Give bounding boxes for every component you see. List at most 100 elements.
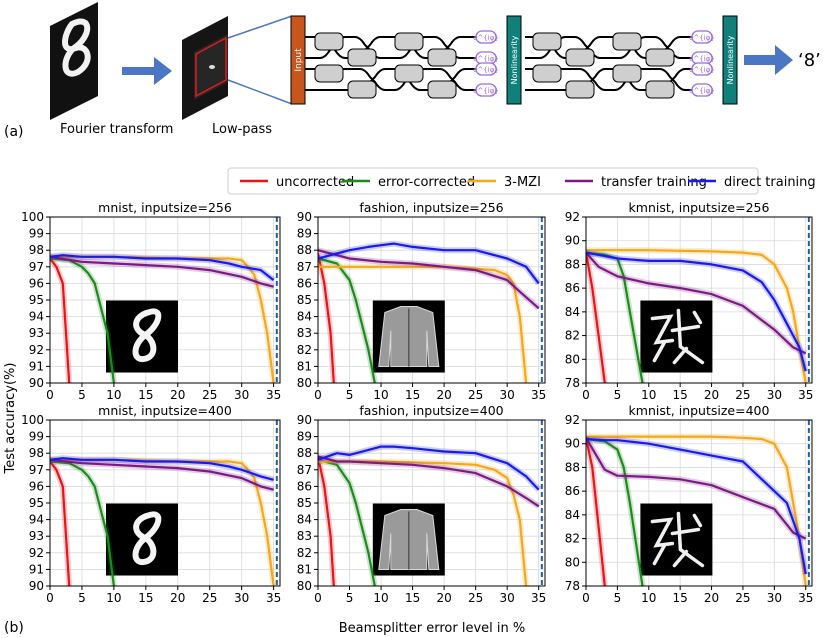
y-tick-label: 96	[29, 276, 44, 290]
x-tick-label: 35	[266, 591, 281, 605]
x-tick-label: 10	[106, 591, 121, 605]
series-line-uncorrected	[586, 252, 606, 383]
x-tick-label: 15	[138, 388, 153, 402]
phase-label: e^{iφ}	[473, 87, 499, 95]
y-tick-label: 84	[297, 513, 312, 527]
y-tick-label: 87	[297, 260, 312, 274]
y-tick-label: 92	[565, 413, 580, 427]
series-line-transfer-training	[318, 455, 540, 508]
y-tick-label: 82	[297, 546, 312, 560]
axes-frame	[585, 419, 813, 587]
y-tick-label: 90	[565, 234, 580, 248]
x-tick-label: 20	[436, 388, 451, 402]
y-tick-label: 90	[297, 210, 312, 224]
y-tick-label: 84	[565, 305, 580, 319]
series-group	[586, 433, 809, 586]
phase-shifter-icon	[475, 83, 497, 97]
y-tick-label: 84	[297, 310, 312, 324]
lowpass-label: Low-pass	[212, 122, 272, 137]
phase-label: e^{iφ}	[689, 55, 715, 63]
y-tick-label: 100	[21, 210, 44, 224]
series-line-direct-training	[50, 254, 275, 281]
x-tick-label: 5	[78, 591, 86, 605]
x-tick-label: 20	[436, 591, 451, 605]
chart-title: fashion, inputsize=256	[359, 200, 503, 215]
y-tick-label: 90	[565, 437, 580, 451]
x-tick-label: 35	[798, 591, 813, 605]
y-tick-label: 88	[297, 243, 312, 257]
x-tick-label: 20	[704, 591, 719, 605]
x-tick-label: 20	[170, 591, 185, 605]
y-tick-label: 100	[21, 413, 44, 427]
y-tick-label: 95	[29, 496, 44, 510]
x-axis-label: Beamsplitter error level in %	[339, 621, 525, 636]
nonlinearity-box-2	[722, 15, 738, 105]
y-tick-label: 96	[29, 479, 44, 493]
x-tick-label: 0	[582, 591, 590, 605]
phase-shifter-icon	[691, 83, 713, 97]
y-tick-label: 93	[29, 529, 44, 543]
x-tick-label: 30	[767, 388, 782, 402]
series-line-error-corrected	[50, 460, 115, 586]
x-tick-label: 15	[405, 388, 420, 402]
legend-label: uncorrected	[276, 175, 354, 190]
legend-label: error-corrected	[378, 175, 475, 190]
nonlinearity-label-1: Nonlinearity	[510, 35, 519, 84]
x-tick-label: 25	[468, 388, 483, 402]
y-tick-label: 84	[565, 508, 580, 522]
y-tick-label: 81	[297, 562, 312, 576]
mesh-couplers	[314, 32, 675, 99]
x-tick-label: 30	[500, 388, 515, 402]
y-tick-label: 93	[29, 326, 44, 340]
legend-label: direct training	[724, 175, 816, 190]
x-tick-label: 0	[582, 388, 590, 402]
digit-eight-icon	[132, 308, 162, 363]
x-tick-label: 10	[106, 388, 121, 402]
y-tick-label: 94	[29, 310, 44, 324]
panel-label-a: (a)	[4, 124, 24, 140]
phase-label: e^{iφ}	[473, 34, 499, 42]
y-tick-label: 90	[29, 376, 44, 390]
y-tick-label: 80	[297, 579, 312, 593]
x-tick-label: 30	[234, 388, 249, 402]
x-tick-label: 15	[673, 591, 688, 605]
series-group	[586, 247, 809, 383]
axes-frame	[585, 216, 813, 384]
series-line-transfer-training	[586, 251, 807, 355]
x-tick-label: 20	[704, 388, 719, 402]
digit-image	[50, 2, 98, 120]
x-tick-label: 10	[641, 388, 656, 402]
series-line-uncorrected	[586, 437, 606, 586]
phase-label: e^{iφ}	[689, 87, 715, 95]
y-tick-label: 91	[29, 359, 44, 373]
y-tick-label: 82	[565, 329, 580, 343]
x-tick-label: 25	[735, 388, 750, 402]
y-tick-label: 88	[565, 460, 580, 474]
y-tick-label: 89	[297, 227, 312, 241]
series-line-direct-training	[318, 445, 540, 491]
y-tick-label: 92	[29, 546, 44, 560]
x-tick-label: 15	[673, 388, 688, 402]
y-tick-label: 83	[297, 529, 312, 543]
y-tick-label: 85	[297, 293, 312, 307]
series-line-uncorrected	[50, 257, 71, 383]
series-line-transfer-training	[586, 437, 807, 540]
x-tick-label: 10	[373, 591, 388, 605]
series-line-direct-training	[586, 437, 807, 575]
x-tick-label: 25	[468, 591, 483, 605]
y-tick-label: 88	[297, 446, 312, 460]
series-line-direct-training	[50, 457, 274, 481]
arrow-icon	[122, 57, 172, 85]
panel-label-b: (b)	[4, 620, 24, 636]
nonlinearity-label-2: Nonlinearity	[726, 35, 735, 84]
series-group	[50, 252, 277, 383]
x-tick-label: 5	[614, 388, 622, 402]
x-tick-label: 20	[170, 388, 185, 402]
